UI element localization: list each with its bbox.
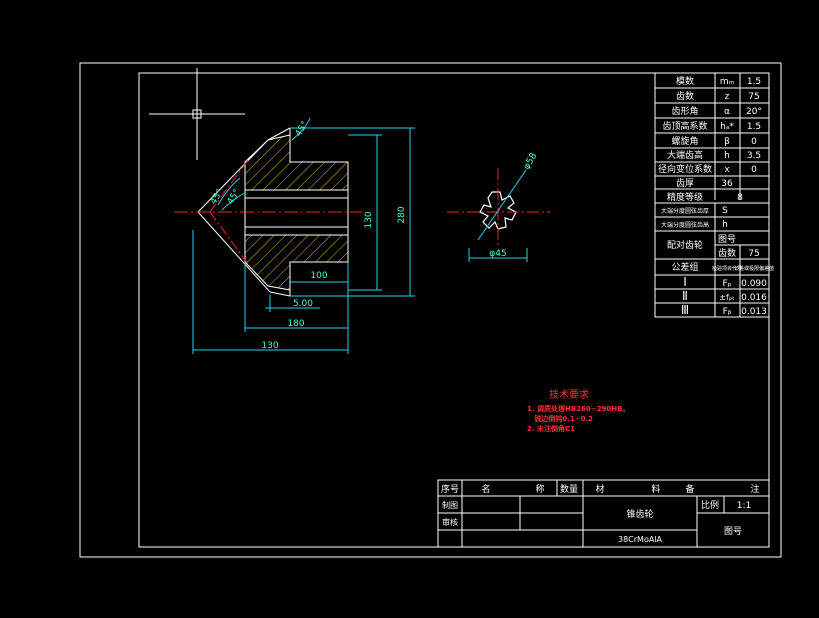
tech-notes-title: 技术要求 [549,388,589,401]
tb-header-4: 材 [595,483,604,495]
tolerance-group-2: Ⅲ [681,303,689,317]
tb-header-2: 称 [535,483,544,495]
outer-frame [79,62,782,558]
mating-teeth-value: 75 [748,249,759,259]
tb-header-1: 名 [481,483,490,495]
tb-header-6: 备 [685,483,694,495]
param-symbol-10: h [722,220,728,230]
tb-header-0: 序号 [441,483,459,495]
param-value-5: 3.5 [747,151,761,161]
param-symbol-9: S [722,206,728,216]
param-value-1: 75 [748,92,759,102]
param-symbol-3: hₐ* [720,122,734,132]
tolerance-group-0: Ⅰ [683,275,687,289]
param-name-5: 大端齿高 [667,149,703,161]
tb-material: 38CrMoAlA [618,535,663,544]
param-symbol-6: x [724,165,730,175]
param-name-0: 模数 [676,75,694,87]
param-value-3: 1.5 [747,122,761,132]
param-symbol-1: z [725,92,730,102]
param-symbol-5: h [724,151,730,161]
parameter-table-text: 模数 mₘ 1.5 齿数 z 75 齿形角 α 20° 齿顶高系数 hₐ* 1.… [658,75,774,317]
tech-notes: 技术要求 1. 调质处理HB260~290HB。 锐边倒钝0.1~0.2 2. … [527,388,629,433]
dim-180: 180 [287,319,304,329]
dimension-lines [192,117,415,354]
tb-drawing-no: 图号 [724,526,742,537]
param-name-6: 径向变位系数 [658,163,712,175]
tolerance-symbol-0: Fₚ [722,279,731,289]
mating-drawing-no-label: 图号 [718,234,736,245]
tb-checked-label: 审核 [442,517,458,527]
title-block-text: 序号 名 称 数量 材 料 备 注 制图 审核 锥齿轮 比例 1:1 38CrM… [441,483,760,544]
tolerance-symbol-1: ±fₚₜ [719,293,734,302]
param-name-10: 大端分度圆弦齿高 [661,221,709,229]
param-name-8: 精度等级 [667,191,703,203]
tolerance-group-label: 公差组 [671,261,698,273]
tb-part-name: 锥齿轮 [626,508,653,520]
spline-end-view [447,168,550,262]
tolerance-value-2: 0.013 [741,307,767,317]
param-name-4: 螺旋角 [671,135,698,147]
param-value-7: 36 [721,179,733,189]
dim-130-vertical: 130 [364,211,374,228]
param-value-6: 0 [751,165,757,175]
tb-scale-value: 1:1 [737,501,751,511]
param-value-8: 8 [737,193,743,203]
dim-100: 100 [310,271,327,281]
tb-header-3: 数量 [560,483,578,495]
dim-5-00: 5.00 [293,299,313,309]
tolerance-group-1: Ⅱ [682,289,688,303]
mating-gear-label: 配对齿轮 [667,239,703,251]
tolerance-head-item: 检验项目代号 [712,265,742,272]
param-name-9: 大端分度圆弦齿厚 [661,207,709,215]
dim-phi45: φ45 [489,249,506,259]
param-name-1: 齿数 [676,90,694,102]
gear-section-view [174,127,362,297]
param-name-7: 齿厚 [676,178,694,189]
tolerance-symbol-2: Fᵦ [723,307,732,317]
mating-teeth-label: 齿数 [718,247,736,259]
tolerance-value-0: 0.090 [741,279,767,289]
param-symbol-0: mₘ [720,77,735,87]
tb-scale-label: 比例 [701,499,719,511]
tolerance-head-value: 公差或极限偏差值 [734,265,774,272]
crosshair-cursor-icon[interactable] [149,68,245,160]
tolerance-value-1: 0.016 [741,293,767,303]
dim-130-horizontal: 130 [261,341,278,351]
param-value-0: 1.5 [747,77,761,87]
tb-drawn-label: 制图 [442,500,458,510]
param-value-4: 0 [751,137,757,147]
parameter-table [654,72,770,318]
tb-header-5: 料 [651,483,660,495]
tb-header-7: 注 [750,483,759,495]
tech-note-line-0: 1. 调质处理HB260~290HB。 [527,404,629,413]
param-name-2: 齿形角 [671,105,698,117]
tech-note-line-1: 锐边倒钝0.1~0.2 [527,414,593,423]
title-block [437,479,770,548]
param-symbol-2: α [724,107,730,117]
param-value-2: 20° [746,107,762,117]
param-symbol-4: β [724,137,730,147]
param-name-3: 齿顶高系数 [662,120,707,132]
dim-280-vertical: 280 [397,206,407,223]
tech-note-line-2: 2. 未注倒角C1 [527,424,575,433]
